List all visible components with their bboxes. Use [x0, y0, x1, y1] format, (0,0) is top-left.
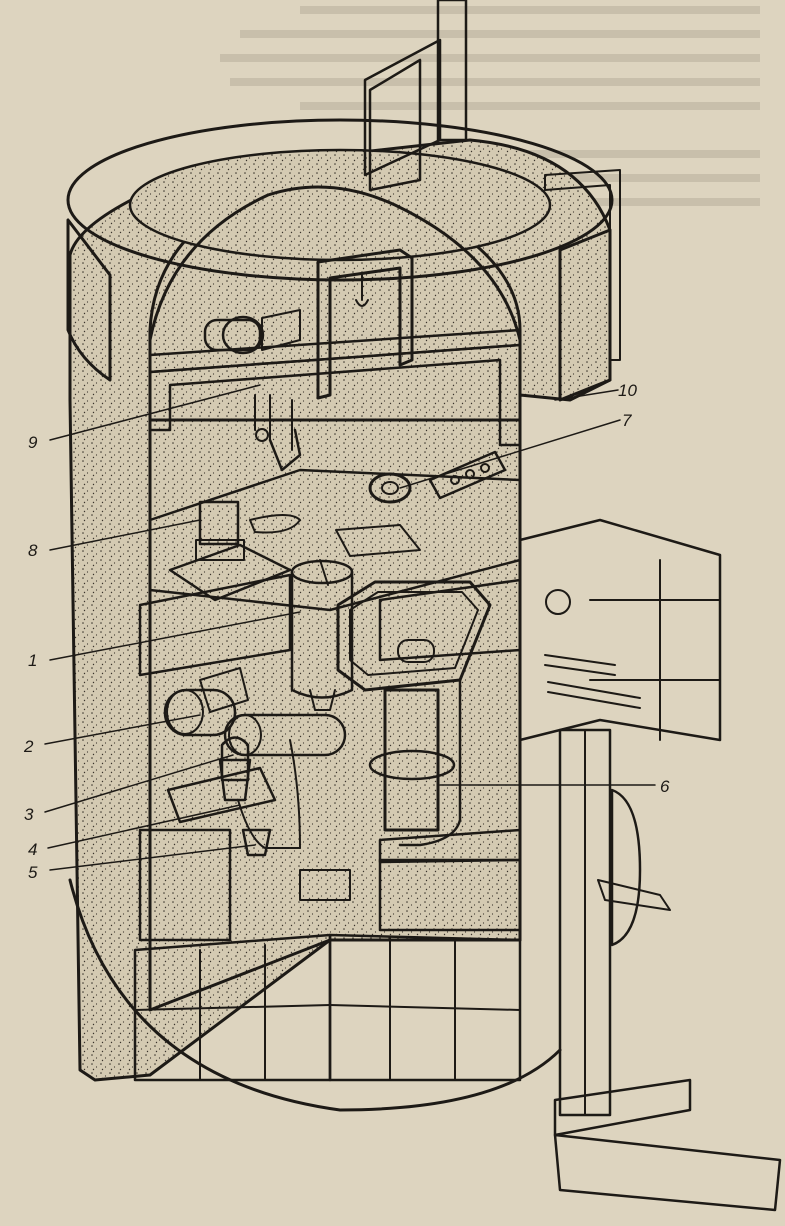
callout-5: 5 — [28, 863, 38, 882]
steam-generator — [163, 667, 249, 737]
callout-8: 8 — [28, 541, 38, 560]
operating-floor — [148, 450, 522, 612]
vent-stack — [363, 0, 621, 361]
callout-2: 2 — [23, 737, 34, 756]
inner-vault — [148, 185, 522, 422]
callout-1: 1 — [28, 651, 37, 670]
pipe-bundle — [544, 589, 641, 709]
fuel-handling-machine — [168, 500, 292, 602]
pump-slab — [166, 766, 277, 824]
transport-hatch — [368, 450, 507, 504]
callout-10: 10 — [618, 381, 637, 400]
reactor-vessel — [290, 559, 354, 711]
callout-9: 9 — [28, 433, 38, 452]
lower-compartments — [133, 828, 522, 1082]
main-circulation-pump — [218, 713, 347, 857]
callout-4: 4 — [28, 840, 37, 859]
right-annex — [518, 518, 782, 1212]
callout-labels: 1 2 3 4 5 6 7 8 9 10 — [23, 381, 670, 882]
callout-6: 6 — [660, 777, 670, 796]
leader-lines — [44, 384, 656, 871]
callout-3: 3 — [24, 805, 34, 824]
containment-cylinder — [68, 138, 612, 1112]
spent-fuel-pool — [336, 580, 522, 864]
callout-7: 7 — [622, 411, 632, 430]
polar-crane — [148, 248, 522, 472]
background-print-bleed — [220, 6, 760, 206]
